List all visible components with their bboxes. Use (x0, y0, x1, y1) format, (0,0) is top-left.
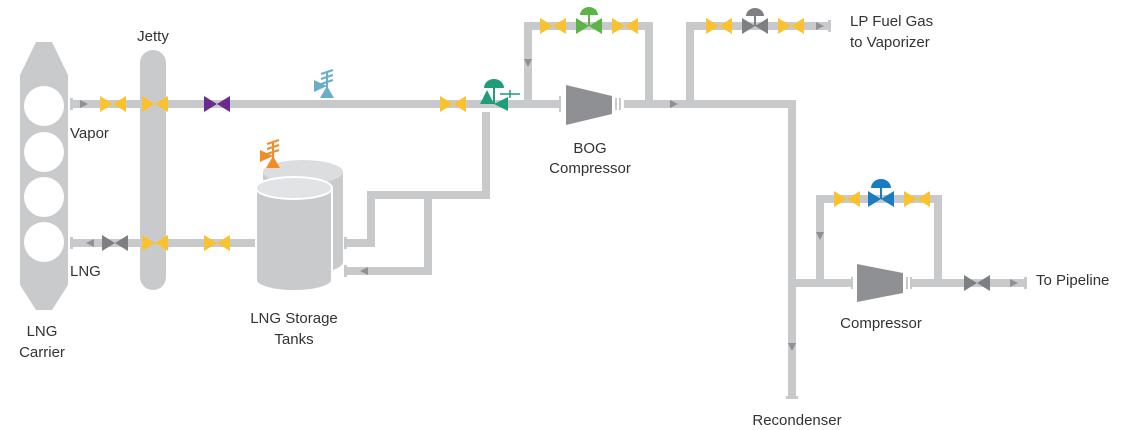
carrier-hull (20, 42, 68, 310)
gate-valve-icon[interactable] (142, 235, 168, 251)
compressor-label: Compressor (840, 315, 922, 332)
pipe-cap (70, 98, 73, 110)
lp-fuel-label-line1: LP Fuel Gas (850, 13, 933, 30)
gate-valve-icon[interactable] (778, 18, 804, 34)
lp-fuel-label-line2: to Vaporizer (850, 34, 930, 51)
flow-arrow-icon (1010, 279, 1018, 287)
flow-arrow-icon (788, 343, 796, 351)
tank-relief-valve[interactable] (260, 139, 280, 168)
valve-positioner (500, 90, 520, 98)
bog-compressor (559, 85, 624, 125)
pipe-network (72, 22, 1025, 398)
jetty-label: Jetty (137, 28, 169, 45)
flow-arrow-icon (86, 239, 94, 247)
carrier-tank (24, 222, 64, 262)
gate-valve-icon[interactable] (964, 275, 990, 291)
gate-valve-icon[interactable] (102, 235, 128, 251)
flow-arrow-icon (816, 22, 824, 30)
valve-actuator (871, 179, 891, 188)
carrier-tank (24, 177, 64, 217)
flow-arrow-icon (816, 232, 824, 240)
recondenser-label: Recondenser (752, 412, 841, 429)
relief-spring (266, 139, 280, 155)
relief-spring (320, 69, 334, 85)
pipe-cap (828, 20, 831, 32)
yellow-valves (100, 18, 930, 251)
lp-fuel-gas-line (686, 22, 830, 104)
compressor-flange (851, 277, 912, 289)
flow-arrow-icon (80, 100, 88, 108)
gate-valve-icon[interactable] (142, 96, 168, 112)
lng-storage-tanks (255, 160, 343, 292)
pipe-cap (344, 265, 347, 277)
compressor-outlet-line (620, 100, 796, 398)
tank-front-top (255, 176, 333, 200)
blue-control-valve[interactable] (868, 179, 894, 207)
flow-arrows (80, 22, 1018, 351)
tank-vapor-return-line (345, 112, 490, 247)
teal-control-valve[interactable] (480, 79, 520, 111)
gate-valve-icon[interactable] (612, 18, 638, 34)
pipe-cap (1024, 277, 1027, 289)
gate-valve-icon[interactable] (440, 96, 466, 112)
tanks-label-line2: Tanks (274, 331, 313, 348)
gate-valve-icon[interactable] (834, 191, 860, 207)
pressure-relief-valve-icon (320, 86, 334, 98)
pipeline-label: To Pipeline (1036, 272, 1109, 289)
vapor-label: Vapor (70, 125, 109, 142)
pipe-cap (786, 396, 798, 399)
lng-label: LNG (70, 263, 101, 280)
relief-outlet (314, 80, 327, 92)
flow-arrow-icon (670, 100, 678, 108)
compressor-icon (857, 264, 903, 302)
lng-carrier (20, 42, 68, 310)
control-valve-icon[interactable] (494, 97, 508, 111)
valve-actuator (580, 7, 598, 15)
valve-body (480, 90, 494, 104)
pipe-cap (344, 237, 347, 249)
tanks-label-line1: LNG Storage (250, 310, 338, 327)
gate-valve-icon[interactable] (204, 235, 230, 251)
gate-valve-icon[interactable] (100, 96, 126, 112)
gate-valve-icon[interactable] (540, 18, 566, 34)
purple-valve-icon[interactable] (204, 96, 230, 112)
bog-label-line1: BOG (573, 140, 606, 157)
bog-label-line2: Compressor (549, 160, 631, 177)
pressure-relief-valve-icon (266, 156, 280, 168)
compressor-icon (566, 85, 612, 125)
gate-valve-icon[interactable] (904, 191, 930, 207)
vapor-relief-valve[interactable] (314, 69, 334, 98)
tank-return-line (345, 195, 432, 275)
valve-actuator (746, 8, 764, 16)
flow-arrow-icon (360, 267, 368, 275)
valve-actuator (484, 79, 504, 88)
flow-arrow-icon (524, 59, 532, 67)
carrier-label-line2: Carrier (19, 344, 65, 361)
carrier-tank (24, 86, 64, 126)
gate-valve-icon[interactable] (706, 18, 732, 34)
relief-outlet (260, 150, 273, 162)
compressor-flange (559, 96, 621, 112)
green-control-valve[interactable] (576, 7, 602, 34)
jetty (140, 50, 166, 290)
labels: Jetty Vapor LNG LNG Carrier LNG Storage … (19, 13, 1109, 429)
sendout-compressor (851, 262, 912, 306)
pipe-end-caps (70, 20, 1027, 399)
tank-front (255, 187, 333, 292)
gray-valves (102, 8, 990, 291)
carrier-tank (24, 132, 64, 172)
pipe-cap (70, 237, 73, 249)
carrier-label-line1: LNG (27, 323, 58, 340)
